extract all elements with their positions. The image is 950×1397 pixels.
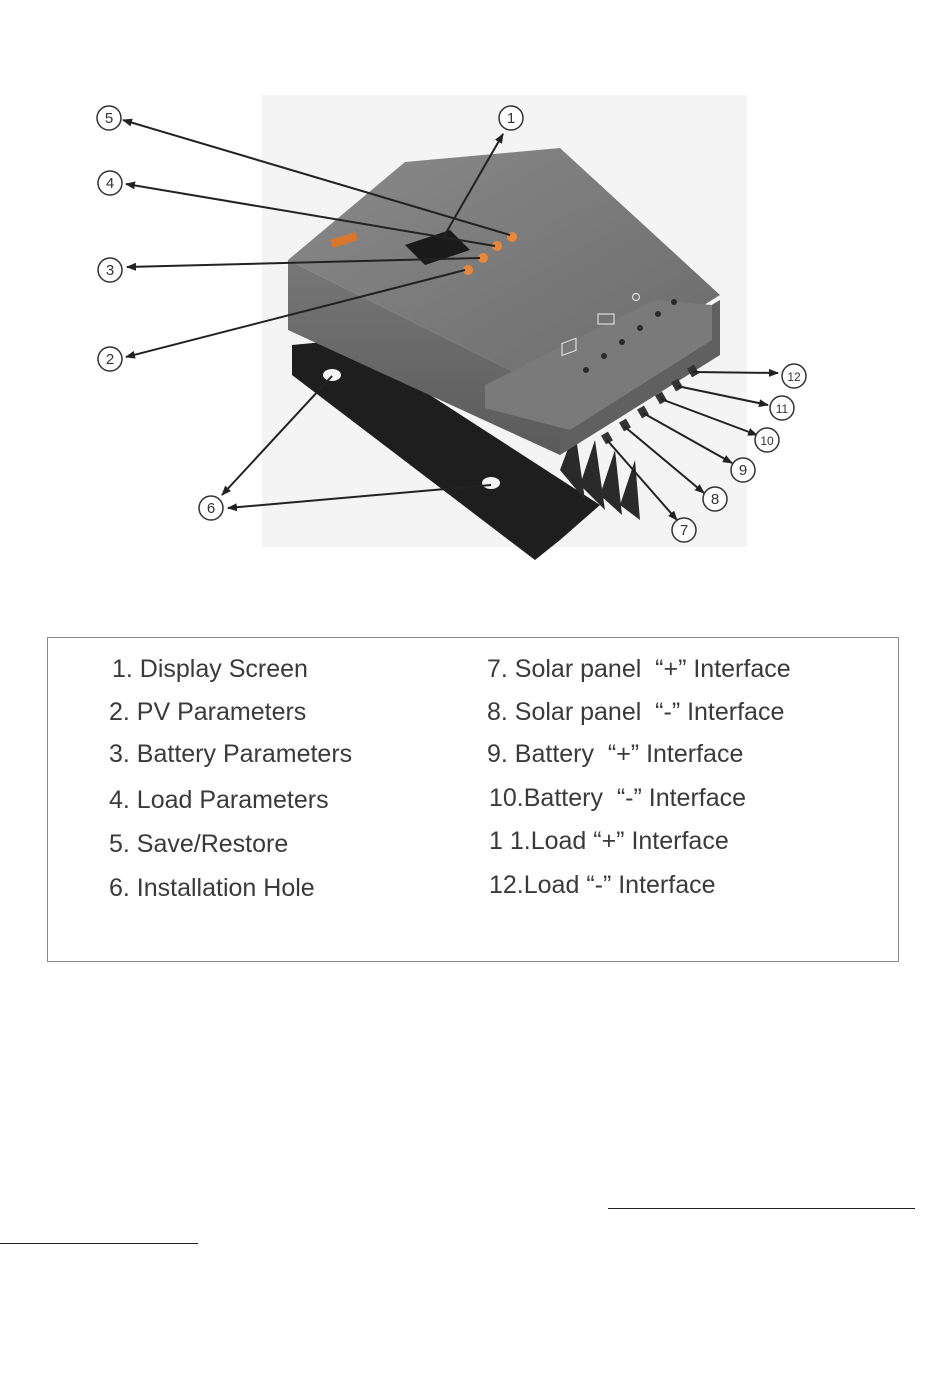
callout-label-11: 11 (776, 402, 789, 416)
callout-label-9: 9 (739, 462, 747, 479)
button-save-restore (507, 232, 517, 242)
callout-label-2: 2 (106, 351, 114, 368)
callout-label-10: 10 (760, 434, 774, 448)
installation-hole-upper (323, 369, 341, 381)
callout-label-5: 5 (105, 110, 113, 127)
callout-label-1: 1 (507, 110, 515, 127)
legend-item-2: 2. PV Parameters (109, 697, 306, 727)
legend-box: 1. Display Screen 2. PV Parameters 3. Ba… (47, 637, 899, 962)
installation-hole-lower (482, 477, 500, 489)
legend-item-5: 5. Save/Restore (109, 829, 288, 859)
leader-12 (693, 372, 778, 373)
legend-item-4: 4. Load Parameters (109, 785, 329, 815)
legend-item-1: 1. Display Screen (112, 654, 308, 684)
callout-label-4: 4 (106, 175, 114, 192)
callout-label-7: 7 (680, 522, 688, 539)
callout-label-8: 8 (711, 491, 719, 508)
callout-label-6: 6 (207, 500, 215, 517)
legend-item-3: 3. Battery Parameters (109, 739, 352, 769)
legend-item-9: 9. Battery “+” Interface (487, 739, 743, 769)
legend-item-12: 12.Load “-” Interface (489, 870, 716, 900)
legend-item-8: 8. Solar panel “-” Interface (487, 697, 784, 727)
legend-item-10: 10.Battery “-” Interface (489, 783, 746, 813)
legend-item-6: 6. Installation Hole (109, 873, 315, 903)
legend-item-11: 1 1.Load “+” Interface (489, 826, 729, 856)
callout-label-3: 3 (106, 262, 114, 279)
legend-item-7: 7. Solar panel “+” Interface (487, 654, 791, 684)
underline-rule-upper (608, 1208, 915, 1209)
callout-label-12: 12 (787, 370, 801, 384)
underline-rule-lower (0, 1243, 198, 1244)
